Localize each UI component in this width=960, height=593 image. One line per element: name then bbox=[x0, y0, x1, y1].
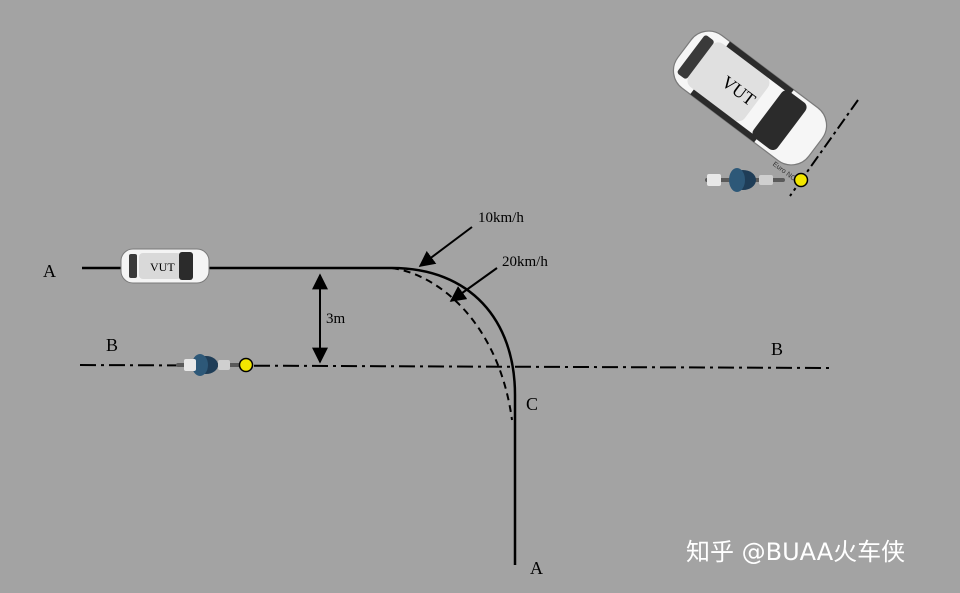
label-a-end: A bbox=[530, 558, 543, 578]
vut-car-left: VUT bbox=[120, 248, 210, 284]
label-a-start: A bbox=[43, 261, 56, 281]
bicycle-rider-b bbox=[176, 354, 254, 376]
vut-car-left-text: VUT bbox=[150, 260, 175, 274]
label-b-right: B bbox=[771, 339, 783, 359]
path-20kmh-dashed bbox=[391, 267, 513, 421]
vut-car-inset: VUT Euro NCAP bbox=[672, 30, 828, 188]
speed-10-pointer bbox=[418, 226, 473, 267]
label-speed-10: 10km/h bbox=[478, 210, 524, 226]
label-c: C bbox=[526, 394, 538, 414]
watermark: 知乎 @BUAA火车侠 bbox=[686, 538, 905, 566]
path-a-line bbox=[82, 266, 517, 565]
speed-20-pointer bbox=[449, 267, 498, 302]
label-offset-3m: 3m bbox=[326, 311, 346, 327]
label-b-left: B bbox=[106, 335, 118, 355]
bicycle-rider-inset bbox=[705, 168, 809, 192]
label-speed-20: 20km/h bbox=[502, 254, 548, 270]
